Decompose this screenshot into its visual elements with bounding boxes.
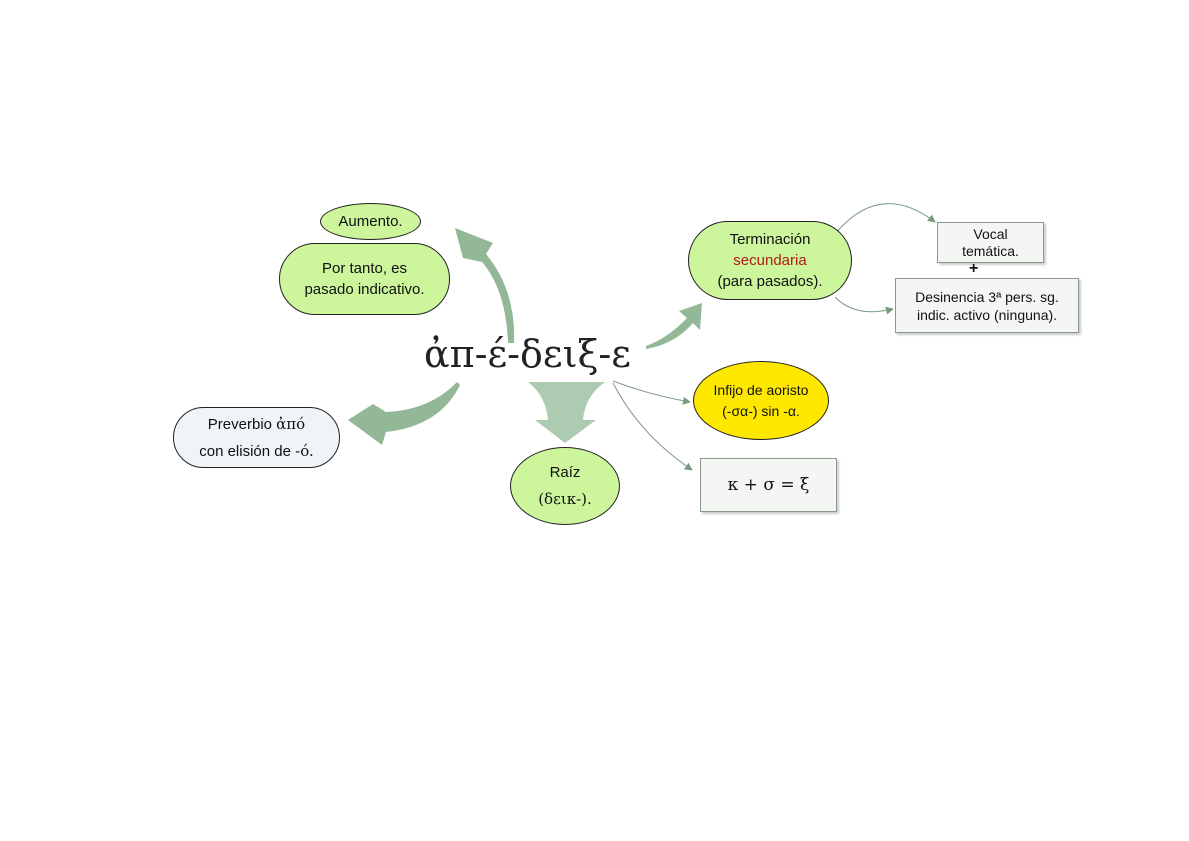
central-word: ἀπ-έ-δειξ-ε (424, 332, 631, 376)
node-terminacion: Terminación secundaria (para pasados). (688, 221, 852, 300)
node-raiz: Raíz (δεικ-). (510, 447, 620, 525)
desinencia-line2: indic. activo (ninguna). (916, 306, 1058, 323)
arrow-down-to-raiz (528, 382, 605, 443)
node-aumento: Aumento. (320, 203, 421, 240)
vocal-line1: Vocal (973, 225, 1008, 242)
por-tanto-line2: pasado indicativo. (304, 281, 425, 298)
desinencia-line1: Desinencia 3ª pers. sg. (915, 288, 1059, 305)
line-to-desinencia (834, 296, 894, 315)
preverbio-greek: ἀπό (276, 414, 306, 433)
infijo-line2: (-σα-) sin -α. (722, 402, 800, 419)
vocal-line2: temática. (962, 242, 1019, 259)
terminacion-line3: (para pasados). (717, 273, 823, 290)
infijo-line1: Infijo de aoristo (713, 381, 809, 398)
line-to-formula (612, 382, 693, 471)
terminacion-line2: secundaria (733, 252, 807, 269)
node-por-tanto: Por tanto, es pasado indicativo. (279, 243, 450, 315)
node-infijo: Infijo de aoristo (-σα-) sin -α. (693, 361, 829, 440)
arrow-right-to-terminacion (646, 303, 702, 349)
preverbio-line1: Preverbio (207, 415, 277, 433)
line-to-vocal (834, 203, 936, 235)
aumento-label: Aumento. (338, 213, 403, 230)
node-vocal-tematica: Vocal temática. (937, 222, 1044, 263)
node-desinencia: Desinencia 3ª pers. sg. indic. activo (n… (895, 278, 1079, 333)
raiz-line1: Raíz (549, 464, 581, 481)
por-tanto-line1: Por tanto, es (321, 260, 408, 277)
node-preverbio: Preverbio ἀπό con elisión de -ó. (173, 407, 340, 468)
preverbio-line2: con elisión de (199, 442, 296, 460)
raiz-line2: (δεικ-). (538, 490, 592, 508)
formula-text: κ + σ = ξ (727, 474, 810, 495)
line-to-infijo (612, 380, 691, 405)
plus-sign: + (969, 260, 979, 277)
preverbio-greek-ending: -ó. (295, 441, 314, 460)
arrow-left-to-preverbio (348, 382, 460, 445)
node-formula: κ + σ = ξ (700, 458, 837, 512)
arrow-up-to-aumento (455, 228, 515, 343)
terminacion-line1: Terminación (729, 231, 811, 248)
